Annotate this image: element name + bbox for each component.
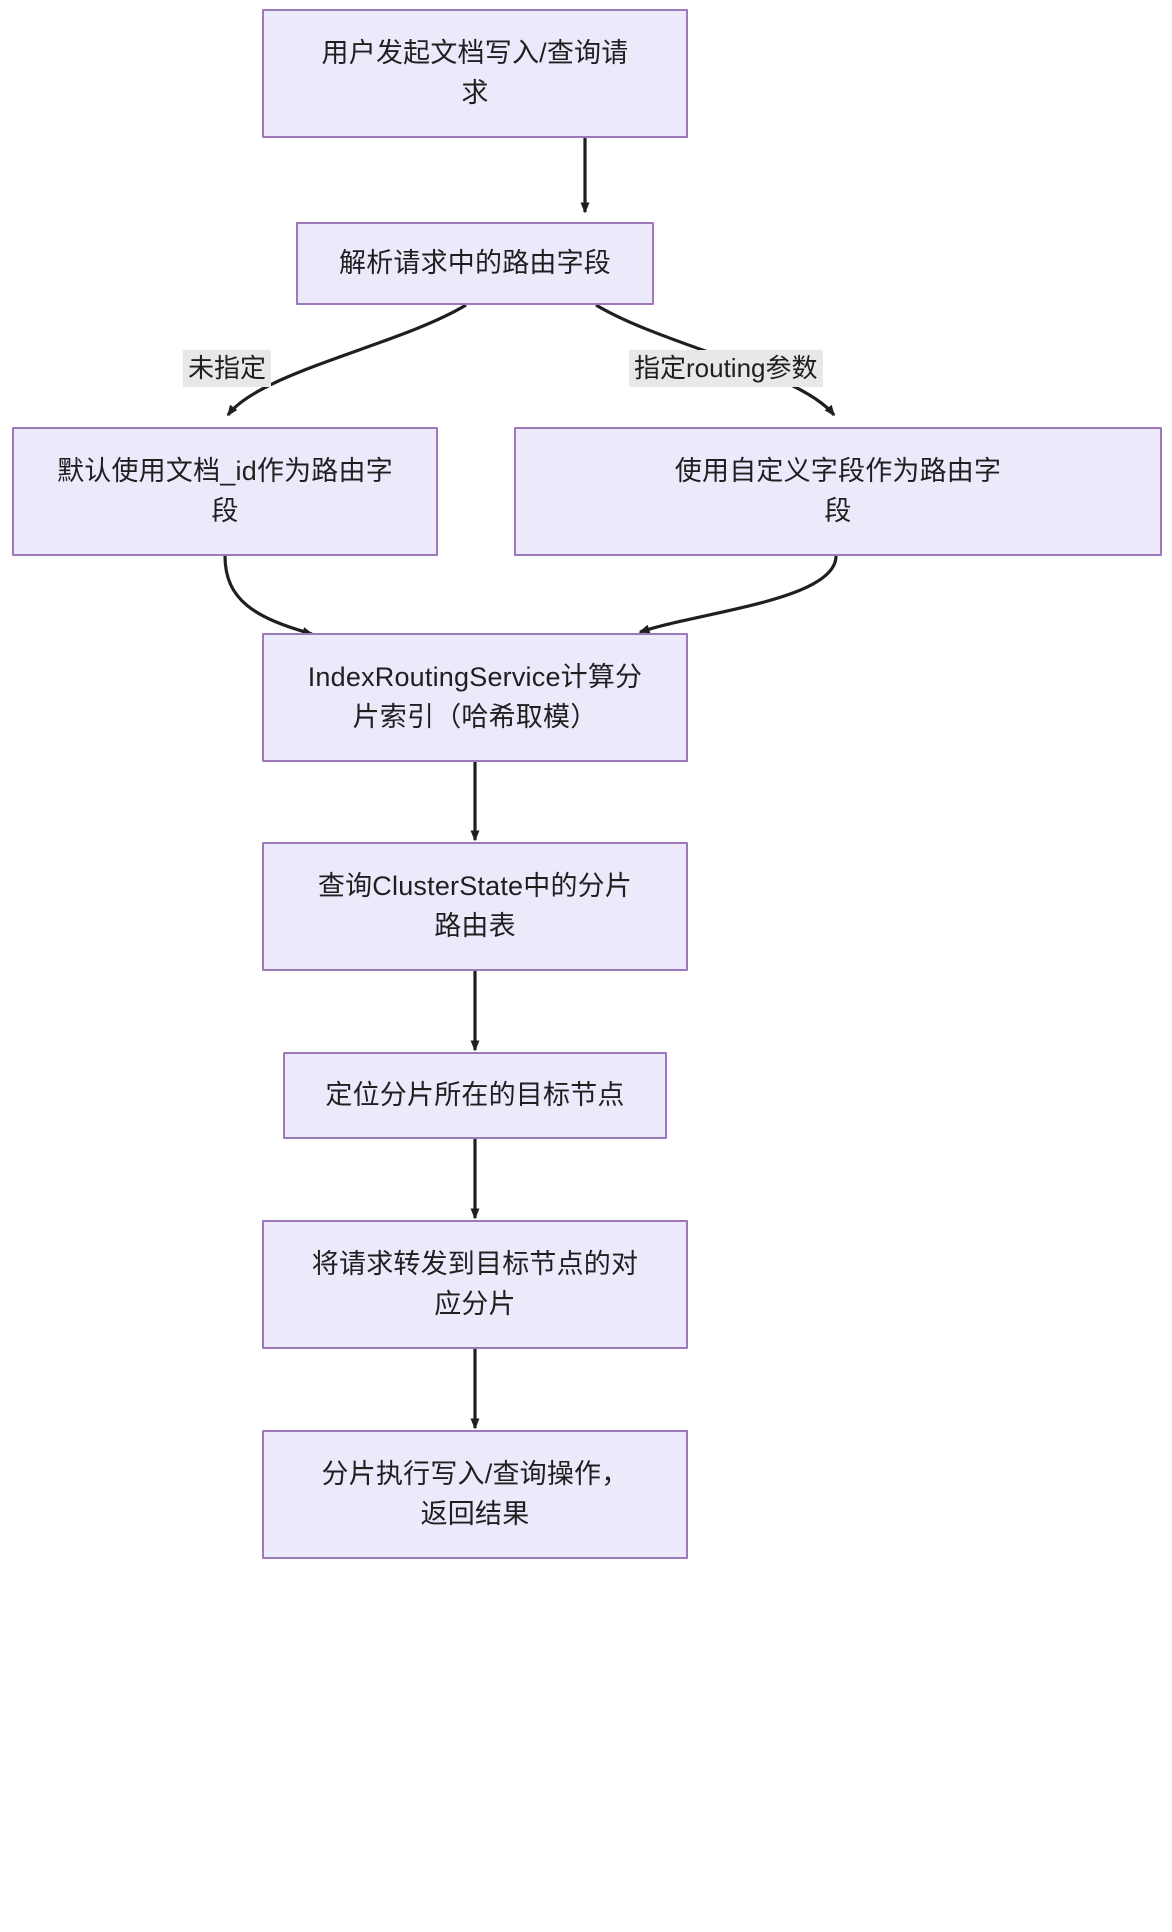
node-label: 默认使用文档_id作为路由字 段 <box>57 456 393 526</box>
node-label: 将请求转发到目标节点的对 应分片 <box>311 1249 639 1319</box>
node-label: 解析请求中的路由字段 <box>339 247 611 278</box>
node-locate-target-node[interactable]: 定位分片所在的目标节点 <box>283 1052 667 1139</box>
node-label: 分片执行写入/查询操作， 返回结果 <box>321 1459 629 1529</box>
node-label: 使用自定义字段作为路由字 段 <box>674 456 1002 526</box>
edge-n4-n5 <box>638 555 838 634</box>
edge-n3-n5 <box>223 555 314 636</box>
node-default-doc-id-routing[interactable]: 默认使用文档_id作为路由字 段 <box>12 427 438 556</box>
node-parse-routing-field[interactable]: 解析请求中的路由字段 <box>296 222 654 305</box>
node-label: 用户发起文档写入/查询请 求 <box>321 38 629 108</box>
node-label: IndexRoutingService计算分 片索引（哈希取模） <box>307 662 643 732</box>
node-query-clusterstate[interactable]: 查询ClusterState中的分片 路由表 <box>262 842 688 971</box>
node-shard-execute-return[interactable]: 分片执行写入/查询操作， 返回结果 <box>262 1430 688 1559</box>
node-label: 查询ClusterState中的分片 路由表 <box>317 871 633 941</box>
edge-label-unspecified: 未指定 <box>183 350 272 387</box>
node-index-routing-service[interactable]: IndexRoutingService计算分 片索引（哈希取模） <box>262 633 688 762</box>
node-custom-field-routing[interactable]: 使用自定义字段作为路由字 段 <box>514 427 1162 556</box>
node-user-request[interactable]: 用户发起文档写入/查询请 求 <box>262 9 688 138</box>
node-label: 定位分片所在的目标节点 <box>325 1079 625 1110</box>
edge-label-routing-param: 指定routing参数 <box>629 350 823 387</box>
node-forward-request[interactable]: 将请求转发到目标节点的对 应分片 <box>262 1220 688 1349</box>
